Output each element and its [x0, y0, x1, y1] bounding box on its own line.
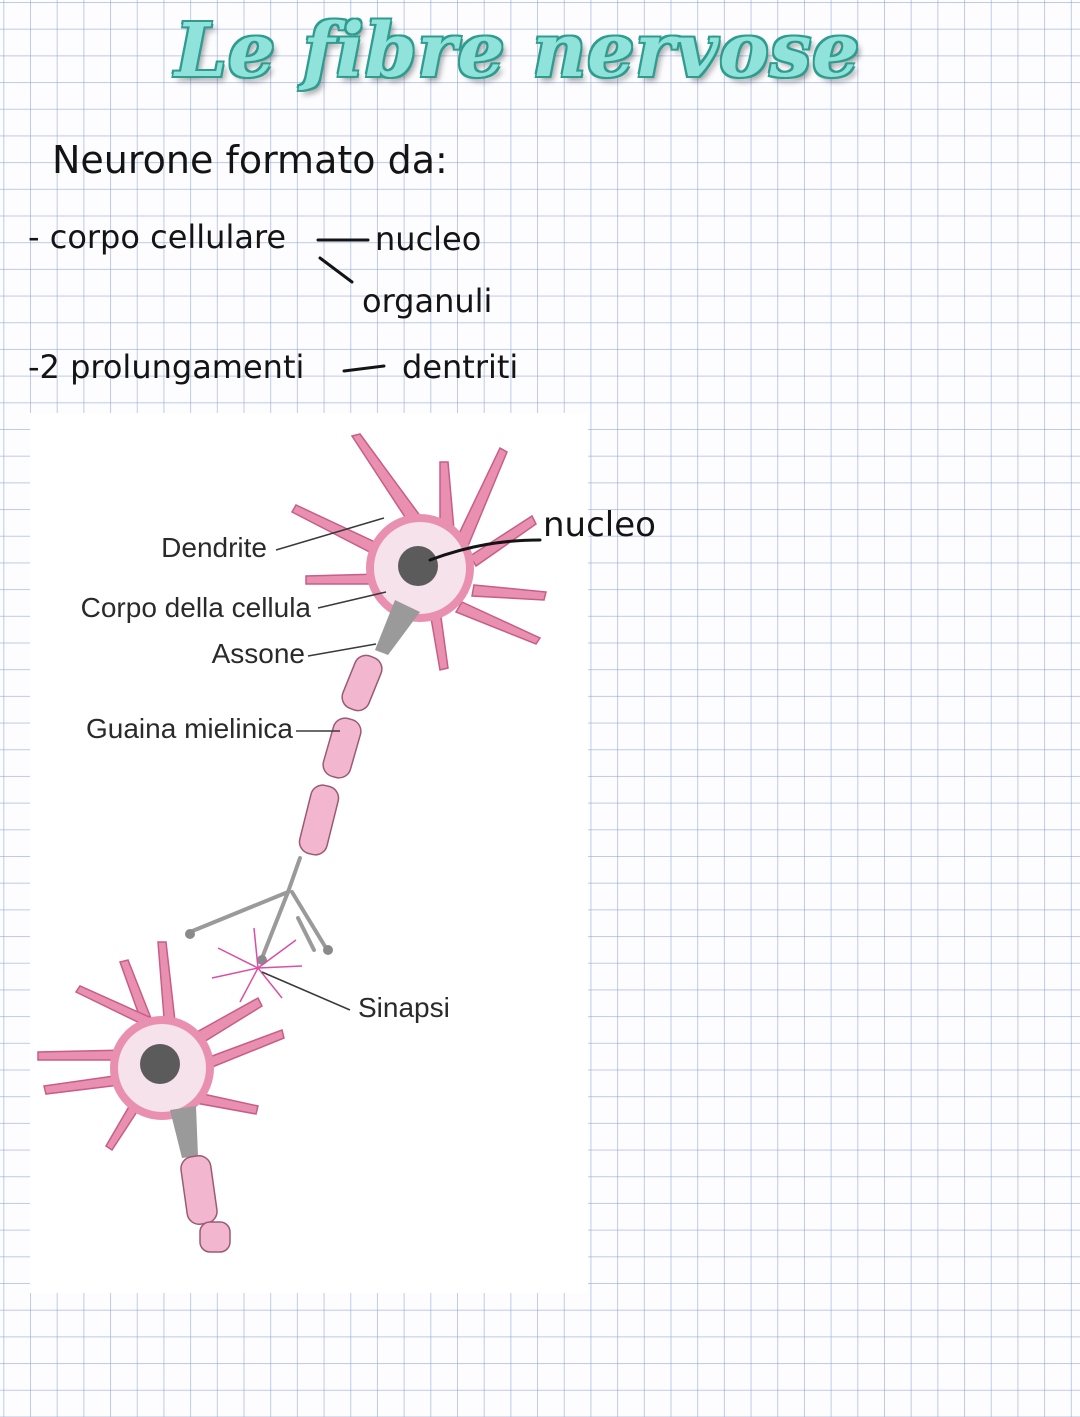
note-connectors	[316, 238, 386, 373]
connector-organelles-line	[318, 256, 354, 284]
upper-nucleus	[398, 546, 438, 586]
myelin-segments	[298, 654, 383, 856]
synapse-burst	[211, 927, 303, 1003]
label-synapse: Sinapsi	[358, 992, 450, 1023]
lower-axon-hillock	[170, 1106, 198, 1158]
label-myelin-sheath: Guaina mielinica	[86, 713, 293, 744]
page-title: Le fibre nervose	[175, 8, 861, 94]
label-leaders	[261, 517, 387, 1011]
label-axon: Assone	[211, 638, 305, 669]
lower-nucleus	[140, 1044, 180, 1084]
notes-branch-organelles: organuli	[362, 282, 493, 320]
nucleus-pointer-line	[428, 538, 542, 562]
connector-dendrites-line	[342, 364, 386, 373]
notes-item-extensions: -2 prolungamenti	[28, 348, 305, 386]
notes-heading: Neurone formato da:	[52, 138, 448, 182]
axon-terminals	[188, 856, 328, 960]
upper-neuron-dendrites	[290, 433, 547, 671]
notes-branch-dendrites: dentriti	[402, 348, 519, 386]
lower-myelin-segments	[180, 1155, 231, 1253]
notes-item-cell-body: - corpo cellulare	[28, 218, 287, 256]
handwritten-nucleus-label: nucleo	[543, 505, 656, 545]
upper-axon-hillock	[375, 600, 420, 655]
notes-branch-nucleus: nucleo	[375, 220, 482, 258]
label-dendrite: Dendrite	[161, 532, 267, 563]
label-cell-body: Corpo della cellula	[80, 592, 311, 623]
